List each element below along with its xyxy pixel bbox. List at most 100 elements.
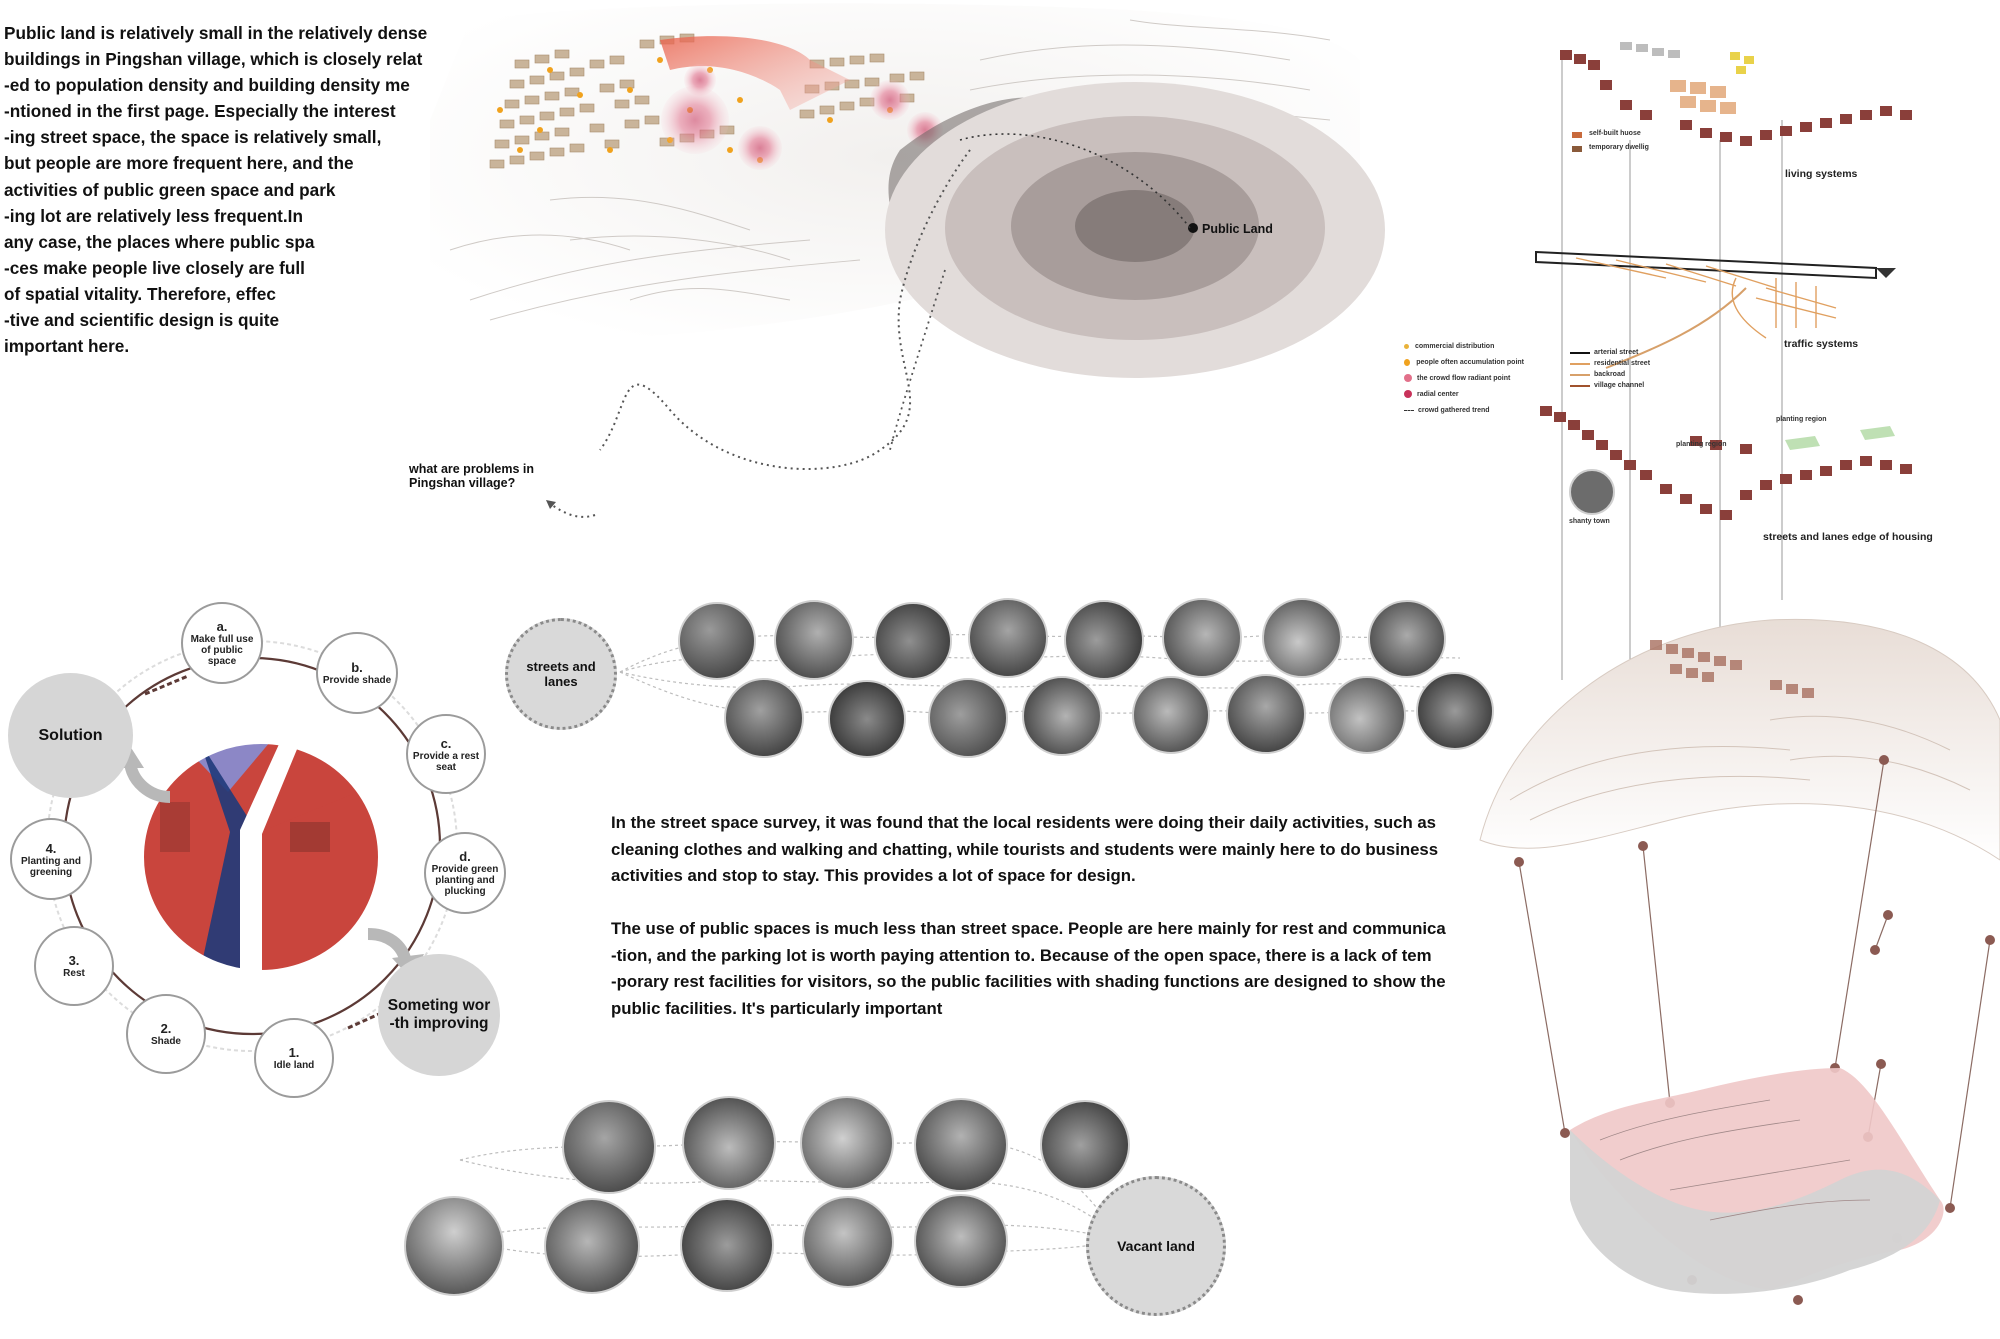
vacant-photo[interactable] bbox=[680, 1198, 774, 1292]
street-photo[interactable] bbox=[1132, 676, 1210, 754]
vacant-photo[interactable] bbox=[914, 1194, 1008, 1288]
vacant-photo[interactable] bbox=[914, 1098, 1008, 1192]
cycle-node-rest-seat[interactable]: c. Provide a rest seat bbox=[406, 714, 486, 794]
cycle-node-make-full-use[interactable]: a. Make full use of public space bbox=[181, 602, 263, 684]
street-photo[interactable] bbox=[1064, 600, 1144, 680]
radiant-point bbox=[738, 126, 782, 170]
improving-node[interactable]: Someting wor -th improving bbox=[378, 954, 500, 1076]
traffic-legend-row: village channel bbox=[1570, 380, 1650, 391]
traffic-legend: arterial street residential street backr… bbox=[1570, 347, 1650, 391]
street-photo[interactable] bbox=[774, 600, 854, 680]
edge-housing-blocks bbox=[1540, 406, 1912, 520]
grey-blocks bbox=[1620, 42, 1680, 58]
traffic-legend-label: backroad bbox=[1594, 371, 1626, 378]
legend-dot bbox=[1404, 358, 1411, 366]
solution-label: Solution bbox=[38, 726, 103, 744]
radiant-point bbox=[661, 86, 729, 154]
cycle-node-rest[interactable]: 3. Rest bbox=[34, 926, 114, 1006]
planting-region-label-2: planting region bbox=[1776, 416, 1827, 423]
survey-line: activities and stop to stay. This provid… bbox=[611, 866, 1136, 885]
traffic-legend-label: arterial street bbox=[1594, 349, 1639, 356]
street-photo[interactable] bbox=[678, 602, 756, 680]
node-label: Rest bbox=[63, 968, 85, 979]
node-number: d. bbox=[459, 849, 471, 864]
legend-row: commercial distribution bbox=[1404, 338, 1524, 354]
street-photo[interactable] bbox=[1226, 674, 1306, 754]
legend-dot bbox=[1404, 374, 1412, 382]
survey-line: In the street space survey, it was found… bbox=[611, 813, 1437, 832]
street-photo[interactable] bbox=[1416, 672, 1494, 750]
edge-housing-diagram bbox=[1540, 406, 1912, 520]
survey-paragraph: In the street space survey, it was found… bbox=[611, 810, 1441, 890]
node-number: 1. bbox=[288, 1045, 300, 1060]
legend-row: crowd gathered trend bbox=[1404, 402, 1524, 418]
intro-line: any case, the places where public spa bbox=[4, 231, 315, 252]
planting-region bbox=[1785, 436, 1820, 450]
streets-hub-label: streets and lanes bbox=[526, 659, 596, 689]
legend-row: the crowd flow radiant point bbox=[1404, 370, 1524, 386]
arterial-end bbox=[1876, 268, 1896, 278]
legend-row: radial center bbox=[1404, 386, 1524, 402]
traffic-legend-label: village channel bbox=[1594, 382, 1645, 389]
street-photo[interactable] bbox=[968, 598, 1048, 678]
cycle-node-planting-greening[interactable]: 4. Planting and greening bbox=[10, 818, 92, 900]
problem-trail bbox=[599, 149, 971, 470]
cycle-node-idle-land[interactable]: 1. Idle land bbox=[254, 1018, 334, 1098]
street-photo[interactable] bbox=[928, 678, 1008, 758]
intro-line: of spatial vitality. Therefore, effec bbox=[4, 283, 276, 304]
legend-line bbox=[1570, 373, 1590, 376]
vacant-photo[interactable] bbox=[682, 1096, 776, 1190]
vacant-photo[interactable] bbox=[802, 1196, 894, 1288]
street-photo[interactable] bbox=[1368, 600, 1446, 678]
terrain-housing bbox=[1650, 640, 1814, 698]
vacant-land-hub[interactable]: Vacant land bbox=[1086, 1176, 1226, 1316]
vacant-photo[interactable] bbox=[800, 1096, 894, 1190]
terrain-contours bbox=[1509, 715, 1971, 821]
public-land-label: Public Land bbox=[1202, 222, 1273, 236]
vacant-photo[interactable] bbox=[562, 1100, 656, 1194]
temporary-blocks bbox=[1670, 80, 1736, 114]
street-photo[interactable] bbox=[1328, 676, 1406, 754]
divider-stripe bbox=[240, 743, 300, 971]
traffic-legend-row: backroad bbox=[1570, 369, 1650, 380]
contour-lines bbox=[449, 19, 1331, 321]
street-photo[interactable] bbox=[828, 680, 906, 758]
node-number: 4. bbox=[45, 840, 57, 856]
window-detail bbox=[290, 822, 330, 852]
alley-shadow bbox=[200, 743, 252, 971]
solution-node[interactable]: Solution bbox=[8, 673, 133, 798]
street-photo[interactable] bbox=[874, 602, 952, 680]
arterial-street bbox=[1535, 250, 1877, 280]
public-space-line: -tion, and the parking lot is worth payi… bbox=[611, 945, 1432, 965]
traffic-legend-row: arterial street bbox=[1570, 347, 1650, 358]
cycle-node-provide-shade[interactable]: b. Provide shade bbox=[316, 632, 398, 714]
intro-line: activities of public green space and par… bbox=[4, 179, 336, 200]
improving-label: Someting wor -th improving bbox=[387, 997, 491, 1032]
public-land-marker bbox=[1188, 223, 1198, 233]
public-space-line: public facilities. It's particularly imp… bbox=[611, 998, 943, 1018]
living-legend-1: self-built huose bbox=[1589, 130, 1641, 137]
cycle-node-green-planting[interactable]: d. Provide green planting and plucking bbox=[424, 832, 506, 914]
vacant-photo[interactable] bbox=[544, 1198, 640, 1294]
street-photo[interactable] bbox=[724, 678, 804, 758]
cycle-node-shade[interactable]: 2. Shade bbox=[126, 994, 206, 1074]
vacant-photo[interactable] bbox=[404, 1196, 504, 1296]
node-number: b. bbox=[351, 660, 363, 675]
legend-line bbox=[1570, 384, 1590, 387]
central-photo bbox=[142, 742, 380, 972]
vacant-photo[interactable] bbox=[1040, 1100, 1130, 1190]
street-photo[interactable] bbox=[1262, 598, 1342, 678]
public-space-paragraph: The use of public spaces is much less th… bbox=[611, 916, 1446, 1022]
planting-region bbox=[1860, 426, 1895, 440]
node-label: Provide green planting and plucking bbox=[431, 864, 499, 897]
living-systems-diagram bbox=[1560, 42, 1912, 152]
streets-and-lanes-hub[interactable]: streets and lanes bbox=[505, 618, 617, 730]
street-photo[interactable] bbox=[1162, 598, 1242, 678]
legend-dot bbox=[1404, 343, 1409, 349]
legend-line bbox=[1570, 351, 1590, 354]
street-photo[interactable] bbox=[1022, 676, 1102, 756]
window-detail bbox=[160, 802, 190, 852]
landform-contours bbox=[1599, 1099, 1871, 1221]
intro-line: important here. bbox=[4, 336, 130, 357]
trail-descent bbox=[889, 269, 946, 451]
